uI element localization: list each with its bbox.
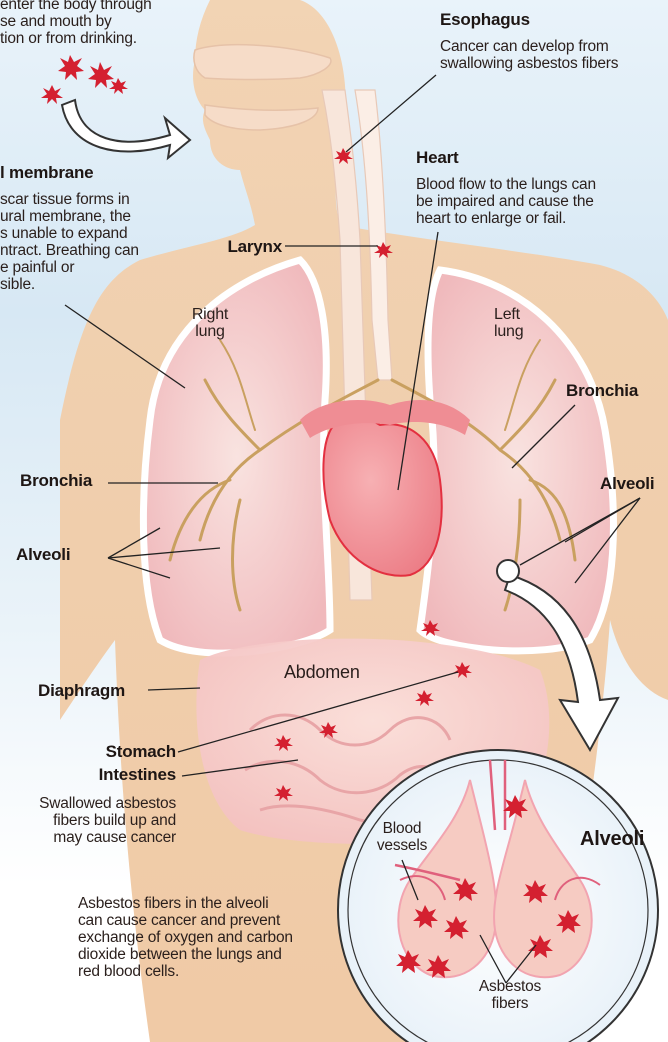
- diaphragm-label: Diaphragm: [38, 681, 125, 700]
- pleural-line: ural membrane, the: [0, 208, 170, 225]
- pleural-line: ntract. Breathing can: [0, 242, 170, 259]
- right-lung-line: Right: [180, 306, 240, 323]
- larynx-label: Larynx: [200, 237, 282, 256]
- pleural-line: s unable to expand: [0, 225, 170, 242]
- heart-note: Blood flow to the lungs can be impaired …: [416, 176, 666, 227]
- bottom-note: Asbestos fibers in the alveoli can cause…: [78, 895, 348, 980]
- bottom-note-line: exchange of oxygen and carbon: [78, 929, 348, 946]
- bottom-note-line: Asbestos fibers in the alveoli: [78, 895, 348, 912]
- stomach-note-line: Swallowed asbestos: [0, 795, 176, 812]
- alveoli-left-label: Alveoli: [16, 545, 70, 564]
- pleural-line: scar tissue forms in: [0, 191, 170, 208]
- stomach-label: Stomach: [40, 742, 176, 761]
- heart-line: heart to enlarge or fail.: [416, 210, 666, 227]
- esophagus-title: Esophagus: [440, 10, 530, 29]
- intestines-label: Intestines: [40, 765, 176, 784]
- top-note-line: tion or from drinking.: [0, 30, 180, 47]
- asbestos-fibers-line: fibers: [470, 995, 550, 1012]
- asbestos-fibers-label: Asbestos fibers: [470, 978, 550, 1012]
- left-lung-line: lung: [494, 323, 554, 340]
- alveoli-right-label: Alveoli: [600, 474, 654, 493]
- blood-vessels-line: vessels: [362, 837, 442, 854]
- top-note-line: se and mouth by: [0, 13, 180, 30]
- bottom-note-line: can cause cancer and prevent: [78, 912, 348, 929]
- right-lung-label: Right lung: [180, 306, 240, 340]
- breath-arrow: [62, 100, 190, 158]
- heart-line: be impaired and cause the: [416, 193, 666, 210]
- blood-vessels-label: Blood vessels: [362, 820, 442, 854]
- asbestos-fibers-line: Asbestos: [470, 978, 550, 995]
- esophagus-note: Cancer can develop from swallowing asbes…: [440, 38, 668, 72]
- abdomen-label: Abdomen: [284, 664, 360, 681]
- left-lung-line: Left: [494, 306, 554, 323]
- stomach-note: Swallowed asbestos fibers build up and m…: [0, 795, 176, 846]
- top-note-line: enter the body through: [0, 0, 180, 13]
- inset-alveoli-title: Alveoli: [580, 830, 644, 849]
- bottom-note-line: dioxide between the lungs and: [78, 946, 348, 963]
- heart-line: Blood flow to the lungs can: [416, 176, 666, 193]
- right-lung-line: lung: [180, 323, 240, 340]
- left-lung-label: Left lung: [494, 306, 554, 340]
- pleural-line: sible.: [0, 276, 170, 293]
- blood-vessels-line: Blood: [362, 820, 442, 837]
- bronchia-right-label: Bronchia: [566, 381, 638, 400]
- esophagus-line: Cancer can develop from: [440, 38, 668, 55]
- stomach-note-line: fibers build up and: [0, 812, 176, 829]
- top-note: enter the body through se and mouth by t…: [0, 0, 180, 47]
- pleural-membrane-note: scar tissue forms in ural membrane, the …: [0, 191, 170, 293]
- alveoli-zoom-marker: [497, 560, 519, 582]
- esophagus-line: swallowing asbestos fibers: [440, 55, 668, 72]
- stomach-note-line: may cause cancer: [0, 829, 176, 846]
- bottom-note-line: red blood cells.: [78, 963, 348, 980]
- heart-title: Heart: [416, 148, 458, 167]
- bronchia-left-label: Bronchia: [20, 471, 92, 490]
- pleural-line: e painful or: [0, 259, 170, 276]
- pleural-membrane-title: l membrane: [0, 163, 93, 182]
